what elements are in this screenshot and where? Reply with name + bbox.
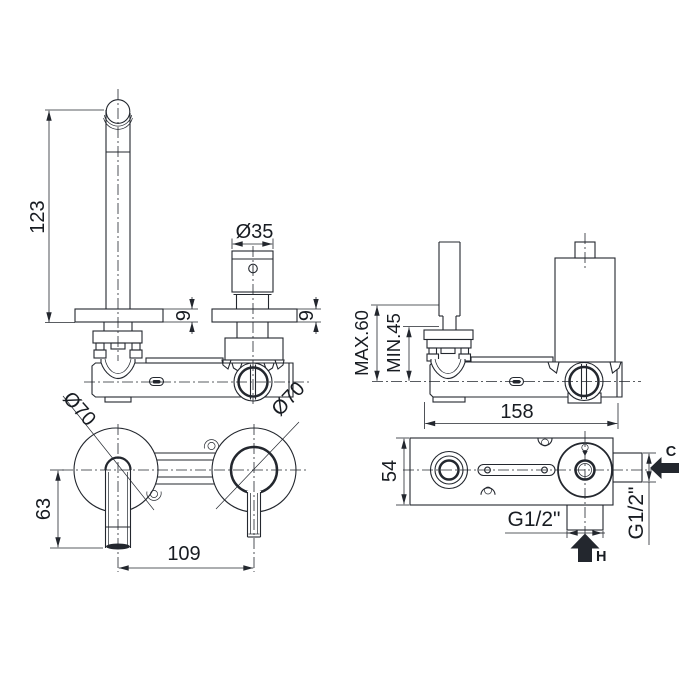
handle-side-view: Ø35 9 — [211, 221, 321, 404]
dim-handle-diameter: Ø35 — [231, 221, 274, 249]
hot-thread-label: G1/2" — [508, 508, 561, 531]
spout-side-view: 123 9 — [27, 89, 198, 361]
rough-in-body — [409, 437, 614, 506]
dim-spout-height: 123 — [27, 109, 104, 323]
hot-inlet-arrow-icon: H — [570, 533, 606, 565]
dim-spout-drop: 63 — [33, 469, 103, 549]
dim-hot-thread: G1/2" — [505, 508, 605, 538]
dim-handle-plate-thickness-label: 9 — [296, 310, 318, 321]
cold-inlet-arrow-icon: C — [650, 444, 679, 479]
handle-wall-plate — [211, 308, 298, 323]
dim-cold-thread: G1/2" — [625, 452, 656, 545]
cold-marker-label: C — [666, 444, 677, 460]
front-view: Ø70 Ø70 63 109 — [33, 378, 309, 572]
dim-centres-distance: 109 — [118, 543, 254, 571]
handle-diameter-leader — [215, 421, 300, 510]
dim-min-depth: MIN.45 — [383, 313, 439, 381]
spout-diameter-leader — [62, 395, 155, 511]
dim-spout-plate-thickness: 9 — [163, 297, 198, 334]
dim-max-depth-label: MAX.60 — [351, 310, 372, 376]
hot-marker-label: H — [596, 549, 606, 565]
dim-body-depth: 54 — [379, 437, 409, 506]
dim-max-depth: MAX.60 — [351, 304, 439, 381]
dim-min-depth-label: MIN.45 — [383, 313, 404, 373]
cartridge-housing — [554, 257, 616, 363]
valve-body-side-view — [84, 357, 309, 403]
cold-thread-label: G1/2" — [625, 487, 648, 540]
dim-handle-plate-thickness: 9 — [296, 297, 321, 334]
dim-spout-height-label: 123 — [27, 200, 49, 233]
dim-body-depth-label: 54 — [379, 460, 401, 482]
dim-centres-distance-label: 109 — [167, 543, 200, 565]
dim-spout-drop-label: 63 — [33, 498, 55, 520]
dim-body-length-label: 158 — [500, 401, 533, 423]
rough-in-top-view: 54 G1/2" G1/2" C H — [379, 431, 679, 565]
rough-in-side-view: MAX.60 MIN.45 158 — [351, 233, 641, 429]
dim-spout-plate-thickness-label: 9 — [173, 310, 195, 321]
dim-body-length: 158 — [424, 401, 619, 429]
spout-wall-plate — [74, 308, 164, 323]
dim-handle-diameter-label: Ø35 — [236, 221, 274, 243]
cold-inlet-port — [612, 452, 643, 483]
